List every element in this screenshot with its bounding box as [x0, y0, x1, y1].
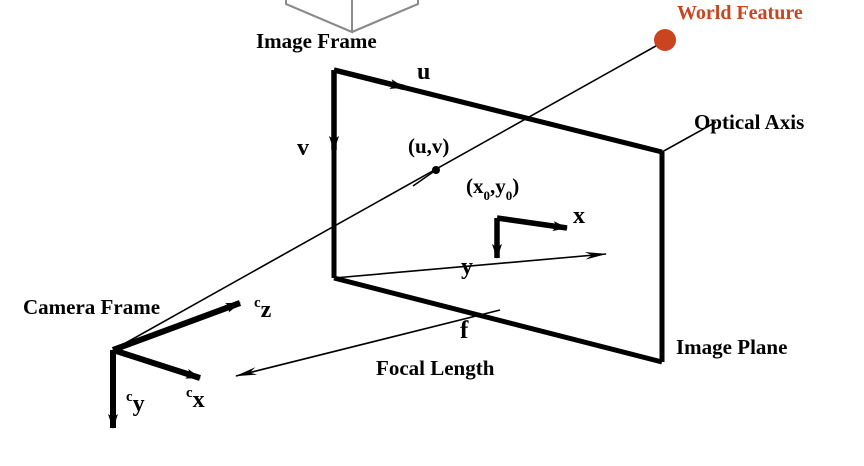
image-plane-label: Image Plane	[676, 335, 788, 359]
camera-axis-x-label: cx	[186, 384, 205, 413]
axis-x-label: x	[573, 203, 585, 229]
ray-uv-leader	[412, 169, 437, 187]
pixel-point-label: (u,v)	[408, 134, 450, 158]
camera-axis-x-superscript: c	[186, 384, 193, 401]
camera-axis-y-letter: y	[132, 391, 145, 417]
focal-arrow-left	[235, 309, 501, 377]
axis-y-label: y	[461, 254, 473, 280]
world-feature-dot	[654, 29, 676, 51]
camera-axis-x-arrow	[112, 347, 201, 381]
axis-u-label: u	[417, 59, 431, 85]
camera-axis-y-label: cy	[126, 388, 145, 417]
principal-point-sub-x: 0	[483, 188, 491, 203]
principal-point-sub-y: 0	[505, 188, 513, 203]
camera-axis-z-label: cz	[254, 294, 272, 323]
focal-length-label: Focal Length	[376, 356, 495, 380]
principal-point-label: (x0,y0)	[466, 174, 520, 203]
image-frame-axes	[329, 67, 405, 151]
camera-axis-z-letter: z	[260, 297, 272, 323]
wireframe-box-fragment	[285, 0, 419, 34]
optical-axis-label: Optical Axis	[694, 110, 805, 134]
camera-axis-y-superscript: c	[126, 388, 133, 405]
focal-symbol-label: f	[460, 317, 469, 344]
pixel-point-dot	[432, 166, 440, 174]
axis-u-arrow	[333, 67, 405, 91]
axis-x-arrow	[496, 215, 568, 231]
camera-frame-axes	[108, 300, 242, 429]
principal-point-part-comma: ,y	[490, 174, 506, 198]
image-plane-edge-bottom	[333, 275, 663, 365]
optical-axis-leader	[661, 121, 717, 153]
focal-length-dimension	[235, 252, 607, 377]
ray-origin-to-world-feature	[112, 41, 664, 351]
principal-point-part-open: (x	[466, 174, 484, 198]
principal-point-axes	[492, 215, 568, 259]
camera-axis-z-superscript: c	[254, 294, 261, 311]
image-frame-label: Image Frame	[256, 29, 377, 53]
world-feature-label: World Feature	[677, 2, 803, 24]
projection-rays	[112, 41, 664, 351]
camera-frame-label: Camera Frame	[23, 295, 161, 319]
principal-point-part-close: )	[512, 174, 520, 198]
camera-axis-z-arrow	[111, 300, 242, 353]
camera-axis-x-letter: x	[192, 387, 205, 413]
focal-arrow-right	[333, 252, 607, 279]
axis-v-label: v	[297, 135, 309, 161]
